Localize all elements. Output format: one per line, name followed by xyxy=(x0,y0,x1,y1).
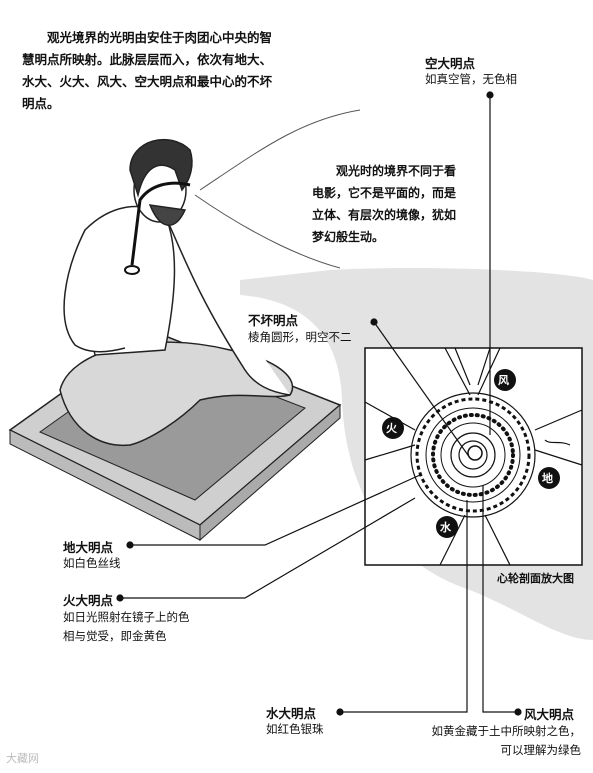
vision-lines xyxy=(194,109,361,269)
wind-marker xyxy=(494,369,516,391)
water-marker xyxy=(436,516,458,538)
water-title: 水大明点 xyxy=(266,706,317,721)
fire-desc-line1: 如日光照射在镜子上的色 xyxy=(63,610,190,624)
element-earth-label: 地 xyxy=(542,472,553,485)
space-desc: 如真空管，无色相 xyxy=(425,72,517,86)
element-water-label: 水 xyxy=(440,521,451,534)
meditating-figure xyxy=(59,139,294,447)
space-title: 空大明点 xyxy=(425,56,476,71)
element-fire-label: 火 xyxy=(386,422,397,435)
earth-title: 地大明点 xyxy=(63,540,114,555)
diagram-box xyxy=(364,347,583,566)
water-desc: 如红色银珠 xyxy=(266,722,324,736)
viewing-description: 观光时的境界不同于看电影，它不是平面的，而是立体、有层次的境像，犹如梦幻般生动。 xyxy=(312,164,457,244)
indestructible-desc: 棱角圆形，明空不二 xyxy=(248,330,352,344)
fire-desc-line2: 相与觉受，即金黄色 xyxy=(63,629,167,643)
heart-wheel-cross-section xyxy=(410,392,536,518)
fire-title: 火大明点 xyxy=(63,593,114,608)
leader-lines xyxy=(116,91,522,716)
intro-paragraph: 观光境界的光明由安住于肉团心中央的智慧明点所映射。此脉层层而入，依次有地大、水大… xyxy=(22,30,273,111)
wind-desc-line2: 可以理解为绿色 xyxy=(500,743,582,757)
indestructible-title: 不坏明点 xyxy=(248,313,299,328)
fire-marker xyxy=(382,417,404,439)
element-wind-label: 风 xyxy=(498,374,509,387)
channels xyxy=(364,347,583,566)
watermark: 大藏网 xyxy=(6,752,39,765)
wind-title: 风大明点 xyxy=(524,707,575,722)
element-markers xyxy=(382,369,560,538)
earth-desc: 如白色丝线 xyxy=(63,556,121,570)
wind-desc-line1: 如黄金藏于土中所映射之色， xyxy=(431,724,582,738)
earth-marker xyxy=(538,467,560,489)
diagram-caption: 心轮剖面放大图 xyxy=(497,572,574,585)
